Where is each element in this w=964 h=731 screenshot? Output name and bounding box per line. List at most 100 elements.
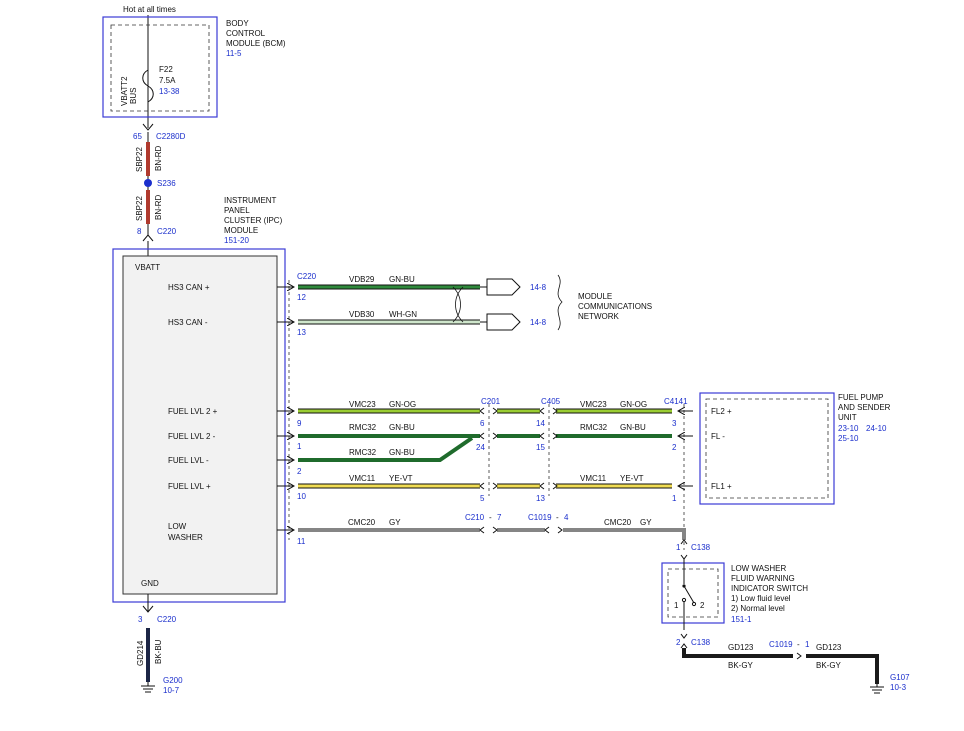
washer-switch-box[interactable] xyxy=(661,562,725,624)
wire-cmc20[interactable] xyxy=(298,528,686,540)
washer-switch-title-1: LOW WASHER xyxy=(731,564,786,573)
c2280d-label[interactable]: C2280D xyxy=(156,132,186,141)
vmc11-color: YE-VT xyxy=(389,474,413,483)
ground-g200-ref[interactable]: 10-7 xyxy=(163,686,180,695)
c220-bottom-pin: 3 xyxy=(138,615,143,624)
ipc-pin-fuel-lvl-plus: FUEL LVL + xyxy=(168,482,211,491)
ipc-low-washer-2: WASHER xyxy=(168,533,203,542)
twisted-pair-icon xyxy=(452,286,461,323)
c220-top-pin: 8 xyxy=(137,227,142,236)
ground-g107-label[interactable]: G107 xyxy=(890,673,910,682)
ground-g200-icon xyxy=(141,682,155,693)
fuse-ref[interactable]: 13-38 xyxy=(159,87,180,96)
fuel-lvl2-plus-pin: 9 xyxy=(297,419,302,428)
rmc32-color-b: GN-BU xyxy=(389,448,415,457)
c210-pin: 7 xyxy=(497,513,502,522)
ground-g200-label[interactable]: G200 xyxy=(163,676,183,685)
c405-pin-14: 14 xyxy=(536,419,545,428)
feed-circuit-lower: SBP22 xyxy=(135,196,144,221)
c220-right-label[interactable]: C220 xyxy=(297,272,317,281)
bcm-box[interactable] xyxy=(102,16,218,118)
fuel-pump-ref-3[interactable]: 25-10 xyxy=(838,434,859,443)
fuel-lvl-minus-pin: 2 xyxy=(297,467,302,476)
c1019-top-dash: - xyxy=(556,513,559,522)
fuel-pump-ref-2[interactable]: 24-10 xyxy=(866,424,887,433)
can-minus-offpage-icon[interactable] xyxy=(486,313,521,331)
c405-label[interactable]: C405 xyxy=(541,397,561,406)
fuel-pump-box[interactable] xyxy=(699,392,835,505)
washer-switch-title-3: INDICATOR SWITCH xyxy=(731,584,808,593)
c4141-pin-2: 2 xyxy=(672,443,677,452)
fuel-pump-pin-fl-minus: FL - xyxy=(711,432,725,441)
ipc-pin-hs3-can-minus: HS3 CAN - xyxy=(168,318,208,327)
vmc11-circuit-right: VMC11 xyxy=(580,474,607,483)
c4141-label[interactable]: C4141 xyxy=(664,397,688,406)
washer-switch-title-2: FLUID WARNING xyxy=(731,574,795,583)
wire-gd123-left[interactable] xyxy=(682,648,793,658)
vmc11-circuit: VMC11 xyxy=(349,474,376,483)
bcm-ref[interactable]: 11-5 xyxy=(226,49,242,58)
vmc23-circuit-right: VMC23 xyxy=(580,400,607,409)
fuel-lvl-plus-pin: 10 xyxy=(297,492,306,501)
can-plus-offpage-icon[interactable] xyxy=(486,278,521,296)
ipc-pin-fuel-lvl2-plus: FUEL LVL 2 + xyxy=(168,407,218,416)
cmc20-color: GY xyxy=(389,518,401,527)
can-minus-pin: 13 xyxy=(297,328,306,337)
ipc-title-4: MODULE xyxy=(224,226,258,235)
vdb30-circuit: VDB30 xyxy=(349,310,375,319)
gd214-circuit: GD214 xyxy=(136,640,145,666)
c220-top-label[interactable]: C220 xyxy=(157,227,177,236)
ipc-title-3: CLUSTER (IPC) xyxy=(224,216,283,225)
gd123-circuit-left: GD123 xyxy=(728,643,754,652)
c201-pin-6: 6 xyxy=(480,419,485,428)
c220-bottom-label[interactable]: C220 xyxy=(157,615,177,624)
c1019-top-label[interactable]: C1019 xyxy=(528,513,552,522)
rmc32-circuit-right: RMC32 xyxy=(580,423,608,432)
c210-label[interactable]: C210 xyxy=(465,513,485,522)
network-label-1: MODULE xyxy=(578,292,612,301)
ipc-inner-box xyxy=(122,255,278,595)
can-minus-ref[interactable]: 14-8 xyxy=(530,318,547,327)
c138-bottom-label[interactable]: C138 xyxy=(691,638,711,647)
gd123-circuit-right: GD123 xyxy=(816,643,842,652)
fuel-pump-ref-1[interactable]: 23-10 xyxy=(838,424,859,433)
c2280d-connector-icon xyxy=(142,123,154,131)
c220-top-connector-icon xyxy=(142,234,154,242)
wire-rmc32-lower[interactable] xyxy=(298,436,474,462)
network-brace-icon xyxy=(557,274,563,331)
fuel-pump-title-1: FUEL PUMP xyxy=(838,393,884,402)
ipc-title-2: PANEL xyxy=(224,206,250,215)
c1019-bottom-dash: - xyxy=(797,640,800,649)
ipc-pin-hs3-can-plus: HS3 CAN + xyxy=(168,283,210,292)
c138-top-pin: 1 xyxy=(676,543,681,552)
switch-contact-icon xyxy=(683,585,695,604)
feed-circuit-upper: SBP22 xyxy=(135,147,144,172)
rmc32-circuit-a: RMC32 xyxy=(349,423,377,432)
gd123-color-left: BK-GY xyxy=(728,661,754,670)
vdb29-color: GN-BU xyxy=(389,275,415,284)
c405-pin-13: 13 xyxy=(536,494,545,503)
washer-switch-ref[interactable]: 151-1 xyxy=(731,615,752,624)
feed-color-upper: BN-RD xyxy=(154,145,163,171)
c405-pin-15: 15 xyxy=(536,443,545,452)
c4141-pin-3: 3 xyxy=(672,419,677,428)
splice-s236-icon[interactable] xyxy=(144,179,152,187)
vdb29-circuit: VDB29 xyxy=(349,275,375,284)
ipc-title-1: INSTRUMENT xyxy=(224,196,277,205)
ground-g107-ref[interactable]: 10-3 xyxy=(890,683,907,692)
feed-color-lower: BN-RD xyxy=(154,194,163,220)
ipc-module-box[interactable] xyxy=(112,248,286,603)
splice-s236-label[interactable]: S236 xyxy=(157,179,176,188)
can-plus-ref[interactable]: 14-8 xyxy=(530,283,547,292)
c201-label[interactable]: C201 xyxy=(481,397,501,406)
cmc20-circuit: CMC20 xyxy=(348,518,376,527)
switch-pos-2: 2 xyxy=(700,601,705,610)
ipc-ref[interactable]: 151-20 xyxy=(224,236,249,245)
can-plus-pin: 12 xyxy=(297,293,306,302)
cmc20-circuit-right: CMC20 xyxy=(604,518,632,527)
c138-top-label[interactable]: C138 xyxy=(691,543,711,552)
low-washer-pin: 11 xyxy=(297,537,306,546)
c1019-bottom-label[interactable]: C1019 xyxy=(769,640,793,649)
vmc23-color: GN-OG xyxy=(389,400,416,409)
wire-gd123-right[interactable] xyxy=(806,654,879,684)
